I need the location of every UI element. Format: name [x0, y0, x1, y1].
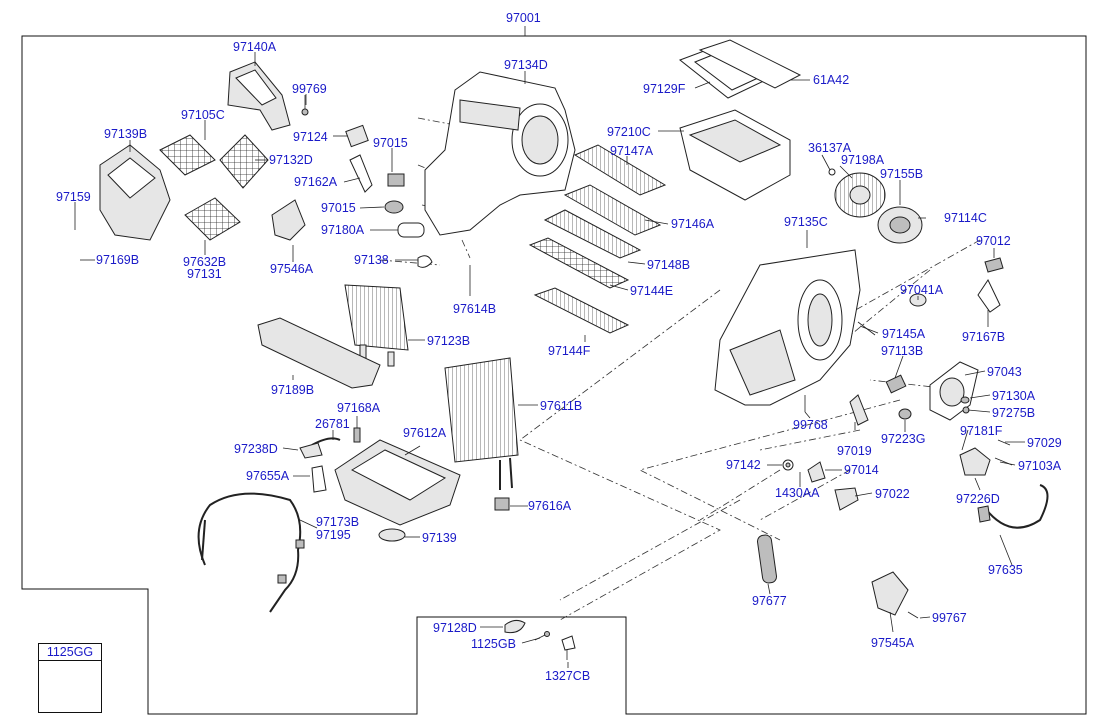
label-part-97134d[interactable]: 97134D: [504, 58, 548, 72]
label-part-97198a[interactable]: 97198A: [841, 153, 885, 167]
part-right-actuators: [804, 257, 1049, 529]
label-part-97147a[interactable]: 97147A: [610, 144, 654, 158]
label-part-97146a[interactable]: 97146A: [671, 217, 715, 231]
label-part-97614b[interactable]: 97614B: [453, 302, 497, 316]
label-part-97635[interactable]: 97635: [988, 563, 1023, 577]
label-part-97139[interactable]: 97139: [422, 531, 457, 545]
label-part-97130a[interactable]: 97130A: [992, 389, 1036, 403]
label-part-97169b[interactable]: 97169B: [96, 253, 140, 267]
label-part-97015-lower[interactable]: 97015: [321, 201, 356, 215]
label-part-97103a[interactable]: 97103A: [1018, 459, 1062, 473]
label-part-97135c[interactable]: 97135C: [784, 215, 828, 229]
part-97612a-drain-pan: [334, 439, 461, 526]
label-part-97015-upper[interactable]: 97015: [373, 136, 408, 150]
label-part-97131[interactable]: 97131: [187, 267, 222, 281]
label-assembly-97001[interactable]: 97001: [506, 11, 541, 25]
label-part-97167b[interactable]: 97167B: [962, 330, 1006, 344]
label-part-97655a[interactable]: 97655A: [246, 469, 290, 483]
label-part-97545a[interactable]: 97545A: [871, 636, 915, 650]
label-part-97012[interactable]: 97012: [976, 234, 1011, 248]
label-part-97114c[interactable]: 97114C: [944, 211, 987, 225]
part-97134d-case: [424, 71, 576, 236]
label-part-97138[interactable]: 97138: [354, 253, 389, 267]
label-part-97546a[interactable]: 97546A: [270, 262, 314, 276]
label-part-97155b[interactable]: 97155B: [880, 167, 924, 181]
label-part-97612a[interactable]: 97612A: [403, 426, 447, 440]
label-part-97123b[interactable]: 97123B: [427, 334, 471, 348]
diagram-frame: [21, 26, 1087, 715]
part-bottom-fasteners: [504, 619, 576, 660]
label-part-97140a[interactable]: 97140A: [233, 40, 277, 54]
label-part-97041a[interactable]: 97041A: [900, 283, 944, 297]
part-filter-stack: [528, 144, 667, 334]
label-part-97132d[interactable]: 97132D: [269, 153, 313, 167]
label-part-97145a[interactable]: 97145A: [882, 327, 926, 341]
legend-box: 1125GG: [38, 643, 102, 713]
part-drain-fittings: [299, 427, 406, 542]
part-97105c-filter: [159, 134, 216, 176]
label-part-97022[interactable]: 97022: [875, 487, 910, 501]
label-part-97677[interactable]: 97677: [752, 594, 787, 608]
label-part-97210c[interactable]: 97210C: [607, 125, 651, 139]
part-97132d-filter: [219, 134, 269, 189]
part-97135c-case: [714, 249, 861, 406]
label-part-97043[interactable]: 97043: [987, 365, 1022, 379]
part-97173b-harness: [197, 492, 305, 613]
label-part-97019[interactable]: 97019: [837, 444, 872, 458]
label-part-26781[interactable]: 26781: [315, 417, 350, 431]
label-part-1430aa[interactable]: 1430AA: [775, 486, 820, 500]
label-part-97195[interactable]: 97195: [316, 528, 351, 542]
label-part-99767[interactable]: 99767: [932, 611, 967, 625]
label-part-97181f[interactable]: 97181F: [960, 424, 1003, 438]
label-part-97226d[interactable]: 97226D: [956, 492, 1000, 506]
part-97140a-duct: [227, 61, 291, 131]
label-part-97014[interactable]: 97014: [844, 463, 879, 477]
label-part-97238d[interactable]: 97238D: [234, 442, 278, 456]
part-97189b-duct: [257, 317, 381, 389]
label-part-97632b[interactable]: 97632B: [183, 255, 227, 269]
leader-lines: [74, 52, 1025, 668]
label-part-36137a[interactable]: 36137A: [808, 141, 852, 155]
label-part-97105c[interactable]: 97105C: [181, 108, 225, 122]
label-part-97148b[interactable]: 97148B: [647, 258, 691, 272]
label-part-97142[interactable]: 97142: [726, 458, 761, 472]
part-97611b-evaporator: [444, 357, 519, 511]
part-lower-actuators: [757, 459, 919, 619]
label-part-97180a[interactable]: 97180A: [321, 223, 365, 237]
legend-part-code[interactable]: 1125GG: [39, 644, 101, 661]
label-part-97189b[interactable]: 97189B: [271, 383, 315, 397]
part-97632b-filter: [184, 197, 241, 241]
label-part-99768[interactable]: 99768: [793, 418, 828, 432]
part-actuator-group: [301, 95, 433, 268]
part-97210c-housing: [679, 109, 791, 201]
label-part-97173b[interactable]: 97173B: [316, 515, 360, 529]
label-part-97168a[interactable]: 97168A: [337, 401, 381, 415]
label-part-97611b[interactable]: 97611B: [540, 399, 583, 413]
label-part-97159[interactable]: 97159: [56, 190, 91, 204]
part-97139b-intake: [99, 144, 171, 241]
label-part-97139b[interactable]: 97139B: [104, 127, 148, 141]
label-part-97616a[interactable]: 97616A: [528, 499, 572, 513]
label-part-1327cb[interactable]: 1327CB: [545, 669, 591, 683]
part-97546a-cover: [271, 199, 306, 241]
label-part-97144e[interactable]: 97144E: [630, 284, 674, 298]
part-blower-fan: [828, 168, 923, 244]
part-97123b-heater-core: [344, 284, 409, 367]
label-part-61a42[interactable]: 61A42: [813, 73, 850, 87]
label-part-97162a[interactable]: 97162A: [294, 175, 338, 189]
label-part-97275b[interactable]: 97275B: [992, 406, 1036, 420]
label-part-97129f[interactable]: 97129F: [643, 82, 686, 96]
label-part-97113b[interactable]: 97113B: [881, 344, 924, 358]
label-part-1125gb[interactable]: 1125GB: [471, 637, 516, 651]
label-part-99769[interactable]: 99769: [292, 82, 327, 96]
part-97129f-frame: [678, 39, 802, 99]
label-part-97128d[interactable]: 97128D: [433, 621, 477, 635]
label-part-97144f[interactable]: 97144F: [548, 344, 591, 358]
label-part-97223g[interactable]: 97223G: [881, 432, 926, 446]
label-part-97029[interactable]: 97029: [1027, 436, 1062, 450]
label-part-97124[interactable]: 97124: [293, 130, 328, 144]
